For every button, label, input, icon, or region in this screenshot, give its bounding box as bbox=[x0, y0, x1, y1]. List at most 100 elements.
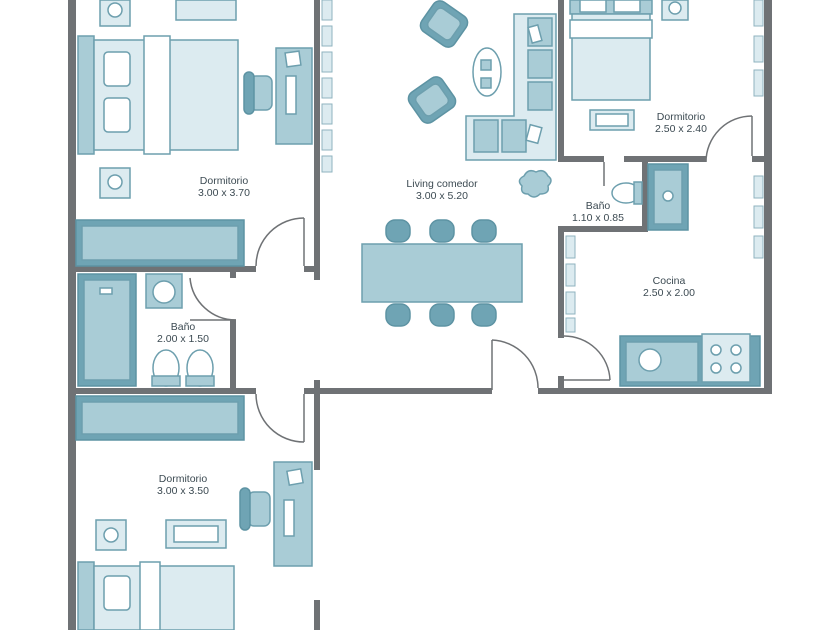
sink-basin bbox=[152, 280, 176, 304]
door-bedroom2 bbox=[705, 115, 753, 163]
sofa-cushion bbox=[527, 49, 553, 79]
doors bbox=[189, 115, 753, 443]
bidet-base bbox=[185, 375, 215, 387]
bed-pillow bbox=[103, 575, 131, 611]
kitchen-sink bbox=[638, 348, 662, 372]
laptop bbox=[285, 75, 297, 115]
bedroom-3-furniture bbox=[75, 395, 313, 630]
room-size: 2.00 x 1.50 bbox=[157, 333, 209, 345]
window-living-left bbox=[321, 0, 333, 173]
lamp-icon bbox=[668, 1, 682, 15]
cocina-furniture bbox=[619, 333, 761, 387]
room-name: Dormitorio bbox=[158, 473, 208, 485]
shower-drain bbox=[662, 190, 674, 202]
room-label-dormitorio-1: Dormitorio 3.00 x 3.70 bbox=[198, 175, 250, 199]
door-bano2 bbox=[189, 277, 237, 321]
burner bbox=[710, 362, 722, 374]
room-size: 3.00 x 3.70 bbox=[198, 187, 250, 199]
dining-chairs bbox=[385, 219, 497, 327]
toilet-tank bbox=[151, 375, 181, 387]
room-name: Living comedor bbox=[406, 178, 478, 190]
dining-table bbox=[361, 243, 523, 303]
bed-headboard bbox=[77, 561, 95, 630]
armchair bbox=[407, 76, 457, 124]
rug-inner bbox=[595, 113, 629, 127]
room-label-bano-2: Baño 2.00 x 1.50 bbox=[157, 321, 209, 345]
chair bbox=[247, 491, 271, 527]
lamp-icon bbox=[107, 174, 123, 190]
room-size: 1.10 x 0.85 bbox=[572, 212, 624, 224]
bano-1-furniture bbox=[611, 163, 689, 231]
room-label-bano-1: Baño 1.10 x 0.85 bbox=[572, 200, 624, 224]
room-name: Cocina bbox=[652, 275, 686, 287]
room-size: 3.00 x 5.20 bbox=[416, 190, 468, 202]
chair-back bbox=[239, 487, 251, 531]
room-size: 2.50 x 2.00 bbox=[643, 287, 695, 299]
wall-kitchen-door-stub bbox=[558, 376, 564, 394]
wall-bedroom2-bottom-far bbox=[752, 156, 772, 162]
wall-right-exterior bbox=[764, 0, 772, 394]
coffee-table bbox=[472, 47, 502, 97]
rug bbox=[175, 0, 237, 21]
bed-fold bbox=[139, 561, 161, 630]
bed-headboard bbox=[77, 35, 95, 155]
wall-bedroom1-bottom bbox=[68, 266, 256, 272]
wall-bano1-bottom bbox=[558, 226, 648, 232]
sofa-pillow bbox=[527, 24, 543, 44]
bed-pillow bbox=[103, 51, 131, 87]
wall-bano2-right bbox=[230, 320, 236, 392]
wall-bedroom1-living bbox=[314, 0, 320, 280]
counter-top bbox=[625, 341, 699, 383]
drain bbox=[99, 287, 113, 295]
sofa-cushion bbox=[501, 119, 527, 153]
bed-fold bbox=[143, 35, 171, 155]
room-name: Baño bbox=[585, 200, 611, 212]
room-size: 3.00 x 3.50 bbox=[157, 485, 209, 497]
wall-bano1-right bbox=[642, 160, 648, 230]
living-furniture bbox=[361, 0, 557, 327]
wall-bano2-right-top bbox=[230, 266, 236, 278]
stove bbox=[701, 333, 751, 383]
bed-pillow bbox=[613, 0, 641, 13]
wall-bedroom1-bottom-right bbox=[304, 266, 320, 272]
sofa-cushion bbox=[527, 81, 553, 111]
coffee-table-item bbox=[480, 77, 492, 89]
room-size: 2.50 x 2.40 bbox=[655, 123, 707, 135]
burner bbox=[730, 344, 742, 356]
bed-pillow bbox=[579, 0, 607, 13]
wall-bedroom3-right bbox=[314, 380, 320, 470]
bedroom-2-furniture bbox=[569, 0, 689, 131]
toilet-tank bbox=[633, 181, 643, 205]
chair-back bbox=[243, 71, 255, 115]
door-kitchen bbox=[563, 335, 611, 381]
paper bbox=[286, 468, 304, 486]
windows bbox=[321, 0, 764, 333]
wall-bedroom2-bottom bbox=[558, 156, 604, 162]
bano-2-furniture bbox=[77, 273, 215, 387]
bedroom-1-furniture bbox=[75, 0, 313, 267]
bed-pillow bbox=[103, 97, 131, 133]
bed-fold bbox=[569, 19, 653, 39]
room-label-cocina: Cocina 2.50 x 2.00 bbox=[643, 275, 695, 299]
wardrobe-inner bbox=[81, 225, 239, 261]
wall-bedroom3-right-lower bbox=[314, 600, 320, 630]
lamp-icon bbox=[103, 527, 119, 543]
sofa-pillow bbox=[525, 123, 543, 145]
window-right-exterior bbox=[753, 0, 764, 259]
wall-bedroom2-bottom-right bbox=[624, 156, 706, 162]
wall-living-right-lower bbox=[558, 226, 564, 338]
walls bbox=[68, 0, 772, 630]
door-entrance bbox=[491, 339, 539, 390]
wall-living-right-upper bbox=[558, 0, 564, 160]
room-label-living-comedor: Living comedor 3.00 x 5.20 bbox=[406, 178, 477, 202]
wall-living-bottom bbox=[538, 388, 772, 394]
rug-inner bbox=[173, 525, 219, 543]
room-name: Baño bbox=[170, 321, 196, 333]
bathtub-inner bbox=[83, 279, 131, 381]
wall-bedroom3-top-right bbox=[304, 388, 320, 394]
laptop bbox=[283, 499, 295, 537]
room-name: Dormitorio bbox=[199, 175, 249, 187]
paper bbox=[284, 50, 302, 68]
plant bbox=[518, 169, 552, 198]
